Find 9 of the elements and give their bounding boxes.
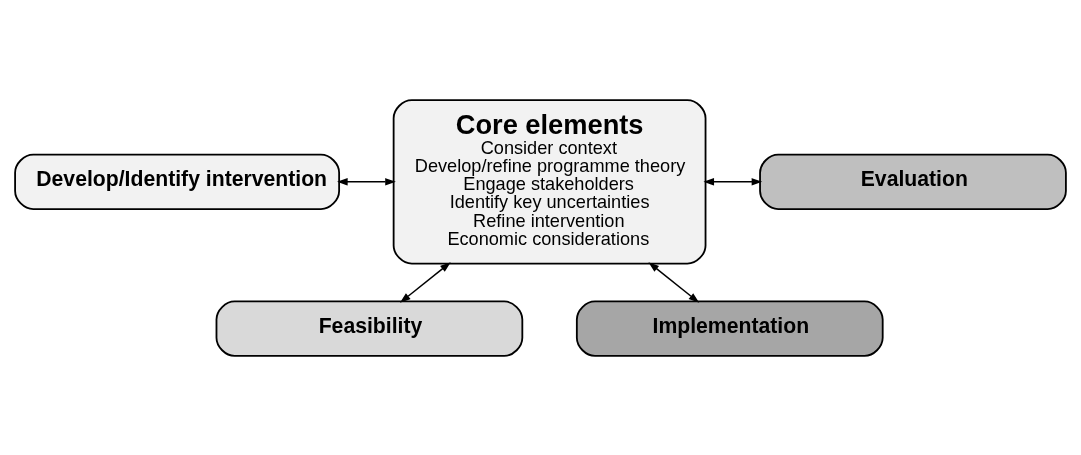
node-box: Develop/Identify intervention xyxy=(14,153,341,210)
node-box: Evaluation xyxy=(759,153,1067,210)
node-box: Feasibility xyxy=(215,300,524,357)
arrow xyxy=(399,261,451,303)
node-box: Core elements Consider context Develop/refine programme theory Engage stakeholders Identify key uncertainties Refine intervention Economic considerations xyxy=(392,98,707,264)
node-box: Implementation xyxy=(575,300,884,357)
arrow xyxy=(648,261,700,303)
arrow xyxy=(703,177,763,186)
arrow xyxy=(337,177,396,186)
